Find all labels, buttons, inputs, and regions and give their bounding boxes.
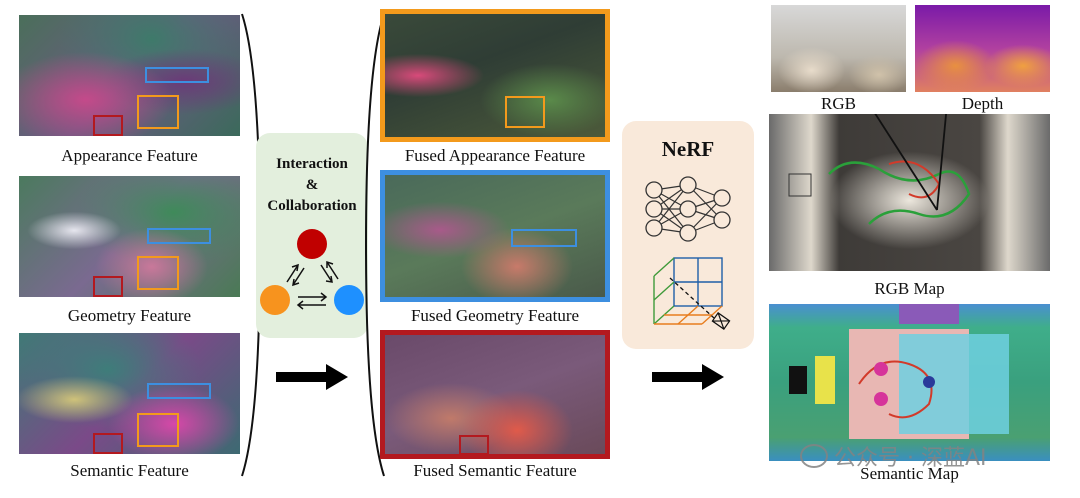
interaction-title: Interaction & Collaboration [256,154,368,217]
highlight-box-red [93,115,123,136]
fused-geometry-caption: Fused Geometry Feature [410,306,580,325]
highlight-box-orange [137,95,179,129]
fused-geometry-image [380,170,610,302]
watermark: 公众号 · 深蓝AI [800,440,987,472]
depth-image [915,5,1050,92]
semantic-region-black [789,366,807,394]
node-blue [334,285,364,315]
arrow-to-fused [276,364,348,390]
semantic-map-image [769,304,1050,461]
highlight-box-orange [505,96,545,128]
watermark-text: 公众号 · 深蓝AI [834,446,987,471]
rgb-caption: RGB [821,94,856,113]
semantic-feature-image [19,333,240,454]
neural-network-icon [645,176,731,242]
arrow-to-outputs [652,364,724,390]
highlight-box-blue [147,383,211,399]
highlight-box-orange [137,256,179,290]
voxel-grid-icon [653,257,731,330]
geometry-feature-caption: Geometry Feature [67,306,192,325]
appearance-feature-image [19,15,240,136]
highlight-box-red [93,433,123,454]
highlight-box-blue [145,67,209,83]
rgb-image [771,5,906,92]
rgb-map-caption: RGB Map [874,279,945,298]
semantic-map-caption: Semantic Map [860,464,959,483]
semantic-region-yellow [815,356,835,404]
watermark-icon [800,444,828,468]
semantic-trajectory [858,360,935,419]
semantic-feature-caption: Semantic Feature [70,461,189,480]
highlight-box-red [93,276,123,297]
camera-trajectory [788,114,971,225]
fused-semantic-image [380,330,610,459]
fused-semantic-caption: Fused Semantic Feature [413,461,577,480]
interaction-title-line2: & [305,177,319,193]
fused-appearance-image [380,9,610,142]
nerf-title: NeRF [661,137,715,161]
fused-appearance-caption: Fused Appearance Feature [404,146,586,165]
rgb-map-image [769,114,1050,271]
right-bracket [364,13,385,477]
geometry-feature-image [19,176,240,297]
node-orange [260,285,290,315]
appearance-feature-caption: Appearance Feature [61,146,198,165]
highlight-box-orange [137,413,179,447]
highlight-box-red [459,435,489,454]
highlight-box-blue [147,228,211,244]
semantic-region-purple [899,304,959,324]
interaction-title-line3: Collaboration [267,198,357,214]
interaction-triangle-diagram [260,229,364,315]
interaction-title-line1: Interaction [276,156,348,172]
node-red [297,229,327,259]
depth-caption: Depth [961,94,1004,113]
highlight-box-blue [511,229,577,247]
semantic-region-cyan [899,334,1009,434]
